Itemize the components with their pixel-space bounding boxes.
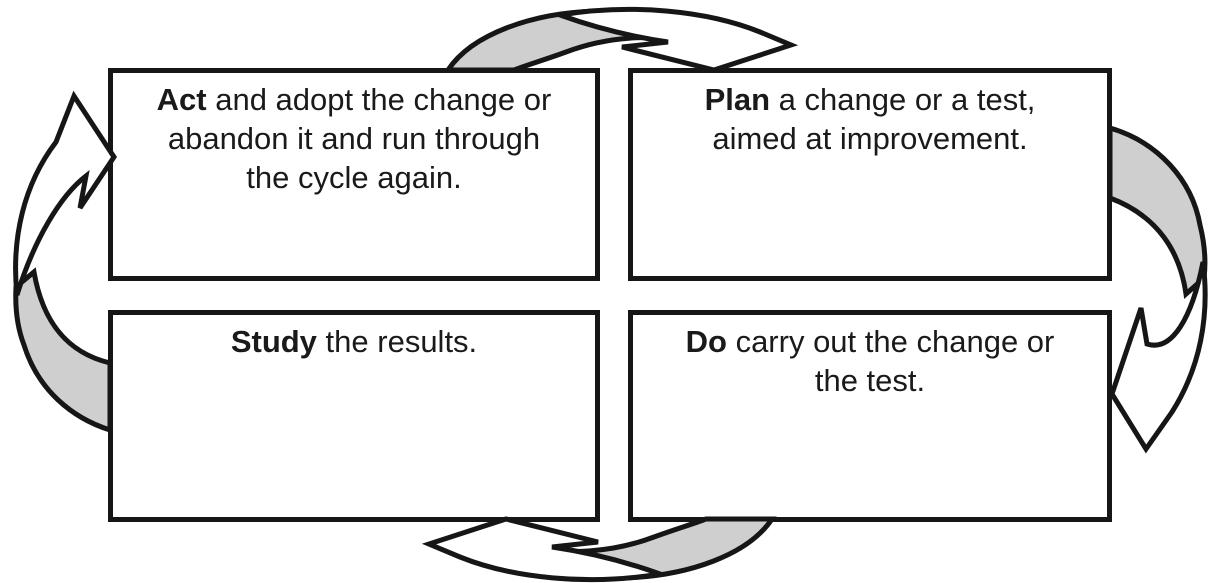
do-line-1: Do carry out the change or <box>633 322 1107 361</box>
act-box: Act and adopt the change or abandon it a… <box>108 68 600 281</box>
arrow-study-to-act-back-band <box>13 267 113 434</box>
arrow-act-to-plan-back-band <box>443 8 706 73</box>
plan-box: Plan a change or a test, aimed at improv… <box>628 68 1112 281</box>
arrow-do-to-study-head <box>421 516 670 583</box>
do-line-2: the test. <box>814 363 926 398</box>
do-keyword: Do <box>685 324 727 359</box>
arrow-plan-to-do-head <box>1109 261 1208 454</box>
study-line-1: Study the results. <box>113 322 595 361</box>
do-box: Do carry out the change or the test. <box>628 310 1112 522</box>
act-line-1: Act and adopt the change or <box>113 80 595 119</box>
act-line-2: abandon it and run through <box>167 121 541 156</box>
arrow-plan-to-do <box>1107 124 1208 454</box>
do-line-1-text: carry out the change or <box>726 324 1055 359</box>
arrow-do-to-study <box>421 516 777 583</box>
study-box: Study the results. <box>108 310 600 522</box>
plan-line-2: aimed at improvement. <box>712 121 1028 156</box>
arrow-do-to-study-back-band <box>514 516 777 581</box>
arrow-act-to-plan <box>443 6 799 73</box>
plan-line-1: Plan a change or a test, <box>633 80 1107 119</box>
arrow-study-to-act-head <box>13 90 117 296</box>
study-keyword: Study <box>230 324 317 359</box>
arrow-study-to-act <box>13 90 117 434</box>
arrow-act-to-plan-head <box>550 6 799 73</box>
study-line-1-text: the results. <box>316 324 478 359</box>
plan-keyword: Plan <box>704 82 771 117</box>
arrow-plan-to-do-back-band <box>1107 124 1208 299</box>
plan-line-1-text: a change or a test, <box>770 82 1036 117</box>
act-keyword: Act <box>156 82 207 117</box>
act-line-1-text: and adopt the change or <box>206 82 552 117</box>
act-line-3: the cycle again. <box>246 160 462 195</box>
